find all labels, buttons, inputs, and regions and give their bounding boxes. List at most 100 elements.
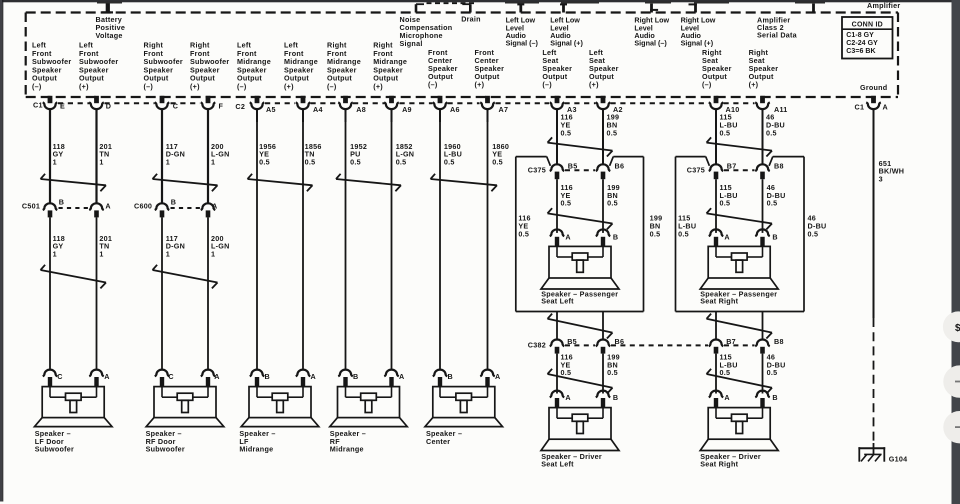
svg-text:Noise: Noise [400, 15, 421, 24]
svg-text:0.5: 0.5 [607, 129, 618, 138]
svg-text:Midrange: Midrange [237, 57, 271, 66]
svg-text:Subwoofer: Subwoofer [190, 57, 229, 66]
svg-text:Left: Left [237, 41, 252, 50]
svg-text:1860: 1860 [492, 142, 509, 151]
svg-text:(–): (–) [32, 82, 42, 91]
svg-text:A9: A9 [402, 105, 412, 114]
svg-text:1: 1 [99, 157, 103, 166]
svg-text:0.5: 0.5 [444, 157, 455, 166]
svg-text:B7: B7 [727, 162, 737, 171]
svg-text:Signal: Signal [400, 39, 423, 48]
svg-text:0.5: 0.5 [720, 368, 731, 377]
svg-text:Ground: Ground [860, 83, 887, 92]
svg-text:Front: Front [144, 49, 164, 58]
svg-text:YE: YE [259, 150, 269, 159]
svg-text:0.5: 0.5 [518, 229, 529, 238]
svg-text:(+): (+) [475, 80, 485, 89]
svg-text:Speaker: Speaker [542, 64, 572, 73]
svg-text:YE: YE [561, 191, 571, 200]
svg-text:Speaker –: Speaker – [239, 429, 275, 438]
svg-text:L-GN: L-GN [211, 150, 230, 159]
svg-text:116: 116 [518, 214, 530, 223]
svg-text:Output: Output [542, 72, 567, 81]
svg-text:Output: Output [327, 74, 352, 83]
svg-text:Seat: Seat [589, 56, 606, 65]
svg-text:Amplifier: Amplifier [867, 1, 900, 10]
svg-text:0.5: 0.5 [720, 129, 731, 138]
svg-text:GY: GY [53, 242, 64, 251]
svg-text:Speaker: Speaker [428, 64, 458, 73]
svg-text:Right: Right [749, 48, 769, 57]
svg-text:C501: C501 [22, 202, 40, 211]
svg-text:Speaker –: Speaker – [146, 429, 182, 438]
svg-text:B: B [59, 198, 64, 207]
svg-text:46: 46 [767, 353, 776, 362]
svg-text:Center: Center [426, 437, 450, 446]
svg-text:0.5: 0.5 [766, 129, 777, 138]
svg-text:199: 199 [607, 183, 620, 192]
svg-text:LF Door: LF Door [35, 437, 64, 446]
svg-text:YE: YE [492, 150, 502, 159]
svg-text:Midrange: Midrange [327, 57, 361, 66]
svg-text:C1: C1 [33, 101, 43, 110]
svg-text:A10: A10 [726, 105, 740, 114]
svg-text:Output: Output [749, 72, 774, 81]
svg-text:Subwoofer: Subwoofer [146, 445, 185, 454]
svg-text:1: 1 [166, 157, 170, 166]
svg-text:L-BU: L-BU [720, 121, 738, 130]
svg-text:Front: Front [32, 49, 52, 58]
svg-text:Speaker –: Speaker – [35, 429, 71, 438]
svg-text:C382: C382 [528, 341, 546, 350]
svg-text:Center: Center [475, 56, 499, 65]
svg-text:Right Low: Right Low [634, 16, 669, 25]
svg-text:BN: BN [607, 191, 618, 200]
svg-text:C375: C375 [687, 165, 705, 174]
svg-text:C: C [57, 372, 62, 381]
svg-text:1956: 1956 [259, 142, 276, 151]
svg-text:A2: A2 [613, 105, 623, 114]
svg-text:1856: 1856 [305, 142, 322, 151]
svg-text:1: 1 [211, 249, 215, 258]
svg-text:(–): (–) [144, 82, 154, 91]
svg-text:PU: PU [350, 150, 361, 159]
svg-text:0.5: 0.5 [561, 368, 572, 377]
svg-text:Signal (+): Signal (+) [681, 39, 714, 48]
svg-text:Front: Front [373, 49, 393, 58]
svg-text:0.5: 0.5 [720, 199, 731, 208]
svg-text:Speaker: Speaker [237, 65, 267, 74]
svg-text:A: A [724, 393, 729, 402]
svg-text:TN: TN [99, 242, 109, 251]
svg-text:Speaker: Speaker [144, 65, 174, 74]
svg-text:A: A [105, 201, 110, 210]
svg-text:(+): (+) [589, 80, 599, 89]
svg-text:D-BU: D-BU [767, 191, 786, 200]
svg-text:115: 115 [720, 183, 732, 192]
svg-text:Voltage: Voltage [96, 31, 123, 40]
svg-text:Speaker – Driver: Speaker – Driver [700, 452, 761, 461]
svg-text:Center: Center [428, 56, 452, 65]
svg-text:Left Low: Left Low [506, 16, 536, 25]
svg-text:(+): (+) [749, 80, 759, 89]
svg-text:A: A [883, 102, 888, 111]
svg-text:Right: Right [373, 41, 393, 50]
svg-text:B8: B8 [774, 337, 784, 346]
svg-text:Speaker: Speaker [749, 64, 779, 73]
svg-text:116: 116 [561, 183, 573, 192]
svg-text:B: B [171, 198, 176, 207]
svg-text:Seat: Seat [749, 56, 766, 65]
svg-text:CONN ID: CONN ID [852, 22, 883, 29]
svg-text:Audio: Audio [506, 31, 527, 40]
svg-text:Front: Front [428, 48, 448, 57]
svg-text:A: A [565, 232, 570, 241]
svg-text:Subwoofer: Subwoofer [79, 57, 118, 66]
svg-text:1: 1 [99, 249, 103, 258]
svg-text:Midrange: Midrange [284, 57, 318, 66]
svg-text:B6: B6 [615, 162, 625, 171]
svg-text:Output: Output [284, 74, 309, 83]
svg-text:0.5: 0.5 [561, 129, 572, 138]
svg-text:Output: Output [428, 72, 453, 81]
svg-text:L-GN: L-GN [396, 150, 415, 159]
svg-text:0.5: 0.5 [808, 229, 819, 238]
svg-text:200: 200 [211, 142, 224, 151]
svg-text:A: A [565, 393, 570, 402]
